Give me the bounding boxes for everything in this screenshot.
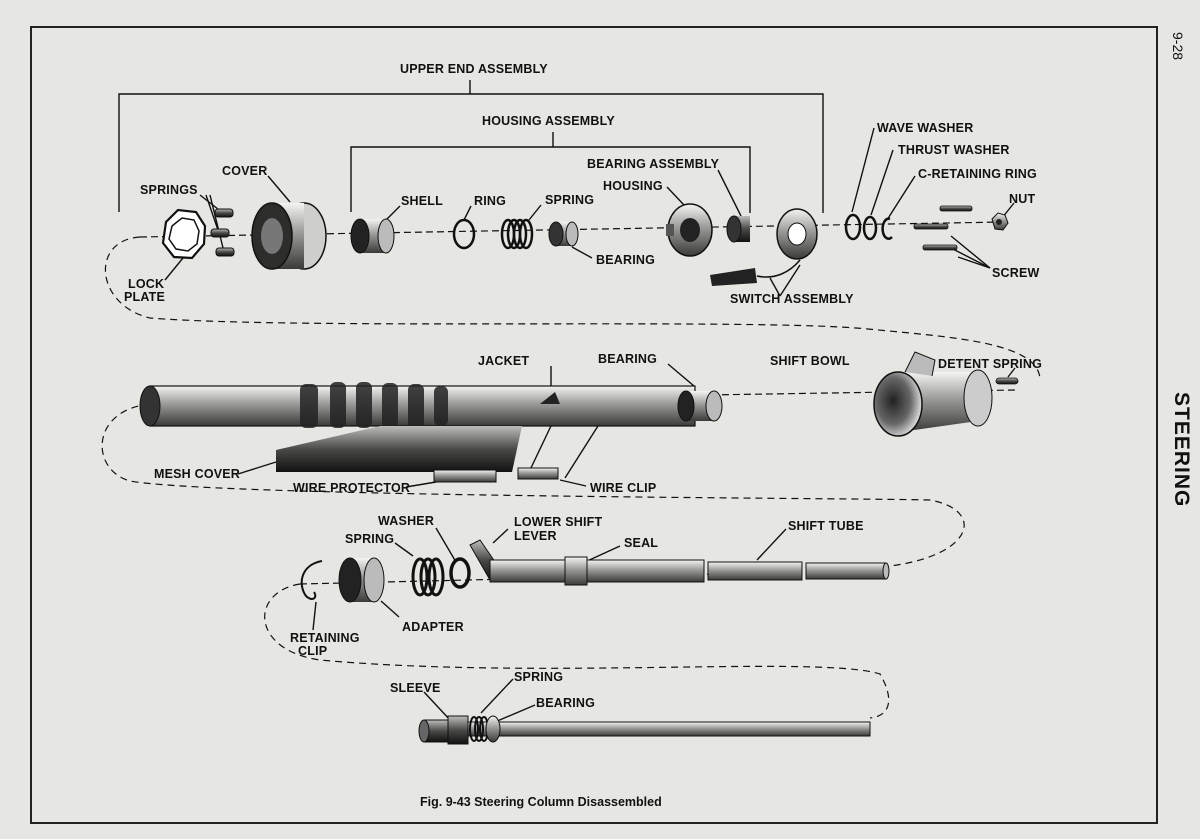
c-retaining-ring-part [881, 217, 893, 240]
label-nut: NUT [1009, 192, 1035, 206]
ring-part [452, 218, 476, 250]
figure-caption: Fig. 9-43 Steering Column Disassembled [420, 795, 662, 809]
wire-protector-part [433, 469, 497, 483]
label-jacket: JACKET [478, 354, 529, 368]
retaining-clip-part [300, 560, 323, 600]
switch-assembly-part [710, 208, 818, 286]
label-spring-upper: SPRING [545, 193, 594, 207]
label-c-retaining-ring: C-RETAINING RING [918, 167, 1037, 181]
jacket-part [139, 382, 696, 428]
label-lock-plate-1: LOCK [128, 277, 164, 291]
bearing-assembly-part [726, 215, 750, 243]
adapter-part [338, 557, 385, 603]
sleeve-part [447, 715, 469, 745]
nut-part [991, 212, 1009, 231]
springs-part [210, 208, 235, 257]
label-thrust-washer: THRUST WASHER [898, 143, 1010, 157]
label-retaining-clip-1: RETAINING [290, 631, 360, 645]
label-cover: COVER [222, 164, 267, 178]
label-housing-assembly: HOUSING ASSEMBLY [482, 114, 615, 128]
lower-spring-part [411, 557, 445, 597]
labels: UPPER END ASSEMBLY HOUSING ASSEMBLY WAVE… [124, 62, 1042, 710]
label-wire-protector: WIRE PROTECTOR [293, 481, 410, 495]
label-bearing-assembly: BEARING ASSEMBLY [587, 157, 720, 171]
thrust-washer-part [862, 215, 878, 241]
upper-spring-part [500, 218, 534, 250]
label-ring: RING [474, 194, 506, 208]
label-springs: SPRINGS [140, 183, 198, 197]
label-screw: SCREW [992, 266, 1040, 280]
label-adapter: ADAPTER [402, 620, 464, 634]
label-shift-tube: SHIFT TUBE [788, 519, 864, 533]
page-number: 9-28 [1170, 32, 1186, 61]
upper-bearing-part [548, 221, 579, 247]
label-detent-spring: DETENT SPRING [938, 357, 1042, 371]
label-bearing-jacket: BEARING [598, 352, 657, 366]
label-spring-lower: SPRING [345, 532, 394, 546]
label-bearing-shaft: BEARING [536, 696, 595, 710]
label-upper-end-assembly: UPPER END ASSEMBLY [400, 62, 548, 76]
label-spring-shaft: SPRING [514, 670, 563, 684]
label-lock-plate-2: PLATE [124, 290, 165, 304]
label-sleeve: SLEEVE [390, 681, 441, 695]
label-seal: SEAL [624, 536, 658, 550]
lock-plate-part [161, 208, 207, 260]
shaft-part [418, 719, 871, 743]
mesh-cover-part [276, 426, 522, 472]
shift-tube-part [489, 556, 890, 586]
shaft-spring-part [469, 716, 489, 742]
page-frame [30, 26, 1158, 824]
label-mesh-cover: MESH COVER [154, 467, 240, 481]
label-housing: HOUSING [603, 179, 663, 193]
label-wave-washer: WAVE WASHER [877, 121, 973, 135]
label-shift-bowl: SHIFT BOWL [770, 354, 850, 368]
jacket-bearing-part [677, 390, 723, 422]
label-switch-assembly: SWITCH ASSEMBLY [730, 292, 854, 306]
shell-part [350, 218, 395, 254]
shift-bowl-part [873, 351, 993, 437]
wire-clip-part [517, 467, 559, 480]
detent-spring-part [995, 377, 1019, 385]
label-washer: WASHER [378, 514, 434, 528]
washer-part [449, 557, 471, 589]
cover-part [251, 202, 327, 270]
label-lower-shift-lever-1: LOWER SHIFT [514, 515, 602, 529]
housing-part [666, 203, 713, 257]
label-shell: SHELL [401, 194, 443, 208]
label-lower-shift-lever-2: LEVER [514, 529, 557, 543]
screws-part [913, 205, 973, 251]
page-margin: 9-28 STEERING [1168, 30, 1198, 820]
label-retaining-clip-2: CLIP [298, 644, 327, 658]
label-bearing-upper: BEARING [596, 253, 655, 267]
axis-lines [101, 221, 1041, 719]
shaft-bearing-part [485, 715, 501, 743]
wave-washer-part [844, 213, 862, 241]
label-wire-clip: WIRE CLIP [590, 481, 656, 495]
section-title: STEERING [1170, 392, 1193, 508]
